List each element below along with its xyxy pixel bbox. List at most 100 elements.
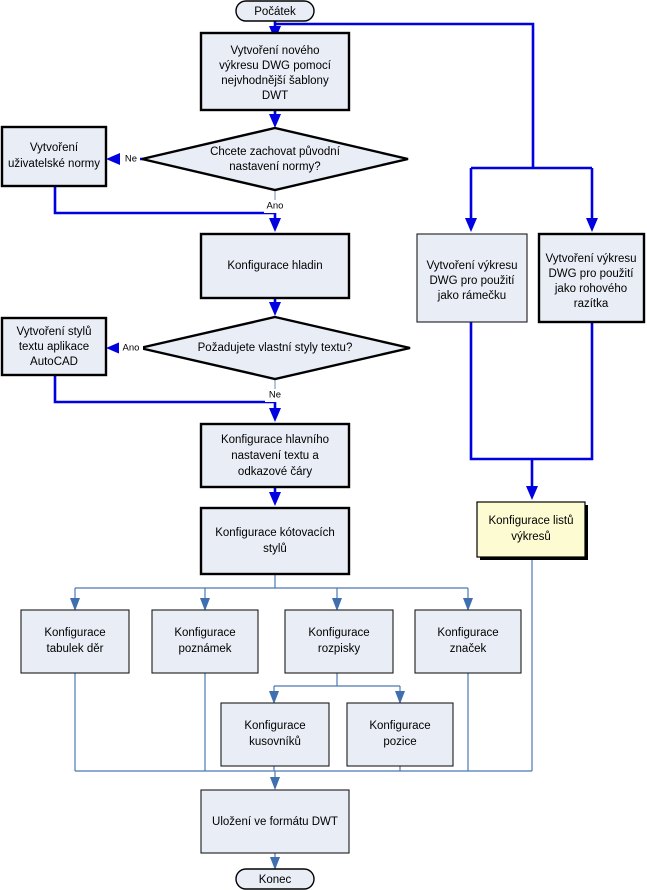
frame-dwg-line-3: jako rámečku xyxy=(437,290,506,302)
node-main-text-cfg[interactable]: Konfigurace hlavního nastavení textu a o… xyxy=(199,422,351,489)
node-marks[interactable]: Konfigurace značek xyxy=(414,609,522,674)
stamp-dwg-shape xyxy=(537,232,646,324)
node-create-dwg[interactable]: Vytvoření nového výkresu DWG pomocí nejv… xyxy=(199,31,351,112)
node-frame-dwg[interactable]: Vytvoření výkresu DWG pro použití jako r… xyxy=(416,233,528,323)
edge-frame-to-sheets xyxy=(469,322,532,461)
user-norm-shape xyxy=(0,125,108,188)
node-decision-textstyles[interactable]: Požadujete vlastní styly textu? xyxy=(139,315,411,381)
balloons-line-2: pozice xyxy=(383,736,416,748)
arrowhead-holes-tables xyxy=(70,598,80,611)
notes-shape xyxy=(151,609,259,674)
arrowhead-layers xyxy=(269,218,281,232)
bom-shape xyxy=(220,702,330,767)
norm-no-label-bg xyxy=(122,152,140,165)
arrowhead-sheets-cfg xyxy=(526,486,538,500)
create-dwg-line-4: DWT xyxy=(262,90,288,102)
node-end[interactable]: Konec xyxy=(235,868,315,890)
user-norm-line-2: uživatelské normy xyxy=(8,158,100,170)
balloons-shape xyxy=(346,702,454,767)
sheets-cfg-line-2: výkresů xyxy=(511,531,551,543)
acad-textstyles-line-1: Vytvoření stylů xyxy=(17,326,92,338)
create-dwg-line-2: výkresu DWG pomocí xyxy=(219,60,332,72)
arrowhead-save-dwt xyxy=(270,777,280,790)
arrowhead-user-norm xyxy=(106,153,120,165)
arrowhead-acad-textstyles xyxy=(106,342,120,354)
arrowhead-main-text-cfg xyxy=(269,408,281,422)
stamp-dwg-line-3: jako rohového xyxy=(554,283,627,295)
frame-dwg-line-1: Vytvoření výkresu xyxy=(427,260,518,272)
create-dwg-line-3: nejvhodnější šablony xyxy=(221,75,329,87)
sheets-cfg-line-1: Konfigurace listů xyxy=(488,515,573,527)
decision-norm-line-2: nastavení normy? xyxy=(229,161,320,173)
create-dwg-shape xyxy=(199,31,351,112)
layers-shape xyxy=(199,232,351,300)
text-no-label-bg xyxy=(265,389,285,402)
node-layers[interactable]: Konfigurace hladin xyxy=(199,232,351,300)
holes-tables-line-2: tabulek děr xyxy=(47,643,104,655)
end-label: Konec xyxy=(259,874,292,886)
start-shape xyxy=(235,0,315,22)
save-dwt-label: Uložení ve formátu DWT xyxy=(212,816,338,828)
node-bom[interactable]: Konfigurace kusovníků xyxy=(220,702,330,767)
marks-line-1: Konfigurace xyxy=(437,627,498,639)
save-dwt-shape xyxy=(200,789,350,854)
arrowhead-end xyxy=(270,857,280,870)
decision-norm-line-1: Chcete zachovat původní xyxy=(210,146,341,158)
acad-textstyles-line-3: AutoCAD xyxy=(30,356,78,368)
arrowhead-decision-textstyles xyxy=(269,302,281,316)
main-text-cfg-line-2: nastavení textu a xyxy=(231,450,319,462)
acad-textstyles-line-2: textu aplikace xyxy=(19,341,89,353)
dim-styles-line-2: stylů xyxy=(263,543,287,555)
edge-start-to-right-bus xyxy=(275,22,535,168)
acad-textstyles-shape xyxy=(0,316,108,377)
node-rozpiska[interactable]: Konfigurace rozpisky xyxy=(284,609,394,674)
norm-yes-label-bg xyxy=(264,200,286,213)
arrowhead-decision-norm xyxy=(269,114,281,128)
create-dwg-line-1: Vytvoření nového xyxy=(230,45,319,57)
main-text-cfg-line-1: Konfigurace hlavního xyxy=(221,434,329,446)
decision-norm-shape xyxy=(141,126,409,192)
stamp-dwg-line-4: razítka xyxy=(574,298,609,310)
node-decision-norm[interactable]: Chcete zachovat původní nastavení normy? xyxy=(141,126,409,192)
decision-textstyles-shape xyxy=(139,315,411,381)
main-text-cfg-line-3: odkazové čáry xyxy=(238,466,312,478)
node-save-dwt[interactable]: Uložení ve formátu DWT xyxy=(200,789,350,854)
edge-acad-textstyles-return xyxy=(53,375,275,404)
rozpiska-shape xyxy=(284,609,394,674)
frame-dwg-line-2: DWG pro použití xyxy=(430,275,516,287)
frame-dwg-shape xyxy=(416,233,528,323)
rozpiska-line-2: rozpisky xyxy=(318,643,360,655)
node-holes-tables[interactable]: Konfigurace tabulek děr xyxy=(20,609,130,674)
node-acad-textstyles[interactable]: Vytvoření stylů textu aplikace AutoCAD xyxy=(0,316,108,377)
end-shape xyxy=(235,868,315,890)
bom-line-1: Konfigurace xyxy=(244,720,305,732)
node-stamp-dwg[interactable]: Vytvoření výkresu DWG pro použití jako r… xyxy=(537,232,646,324)
arrowhead-frame-dwg xyxy=(465,218,477,232)
notes-line-2: poznámek xyxy=(178,643,231,655)
start-label: Počátek xyxy=(254,6,296,18)
user-norm-line-1: Vytvoření xyxy=(30,142,79,154)
sheets-cfg-shape xyxy=(476,501,586,558)
stamp-dwg-line-2: DWG pro použití xyxy=(549,268,635,280)
stamp-dwg-line-1: Vytvoření výkresu xyxy=(546,253,637,265)
balloons-line-1: Konfigurace xyxy=(369,720,430,732)
dim-styles-shape xyxy=(199,506,351,576)
arrowhead-marks xyxy=(463,598,473,611)
node-user-norm[interactable]: Vytvoření uživatelské normy xyxy=(0,125,108,188)
node-notes[interactable]: Konfigurace poznámek xyxy=(151,609,259,674)
marks-shape xyxy=(414,609,522,674)
node-dim-styles[interactable]: Konfigurace kótovacích stylů xyxy=(199,506,351,576)
rozpiska-line-1: Konfigurace xyxy=(308,627,369,639)
edge-label-text-no: Ne xyxy=(269,390,281,401)
dim-styles-line-1: Konfigurace kótovacích xyxy=(215,527,335,539)
holes-tables-line-1: Konfigurace xyxy=(44,627,105,639)
edge-user-norm-return xyxy=(53,186,275,215)
node-balloons[interactable]: Konfigurace pozice xyxy=(346,702,454,767)
node-start[interactable]: Počátek xyxy=(235,0,315,22)
text-yes-label-bg xyxy=(119,341,143,354)
layers-label: Konfigurace hladin xyxy=(227,260,322,272)
arrowhead-balloons xyxy=(395,691,405,704)
node-sheets-cfg[interactable]: Konfigurace listů výkresů xyxy=(476,501,588,560)
